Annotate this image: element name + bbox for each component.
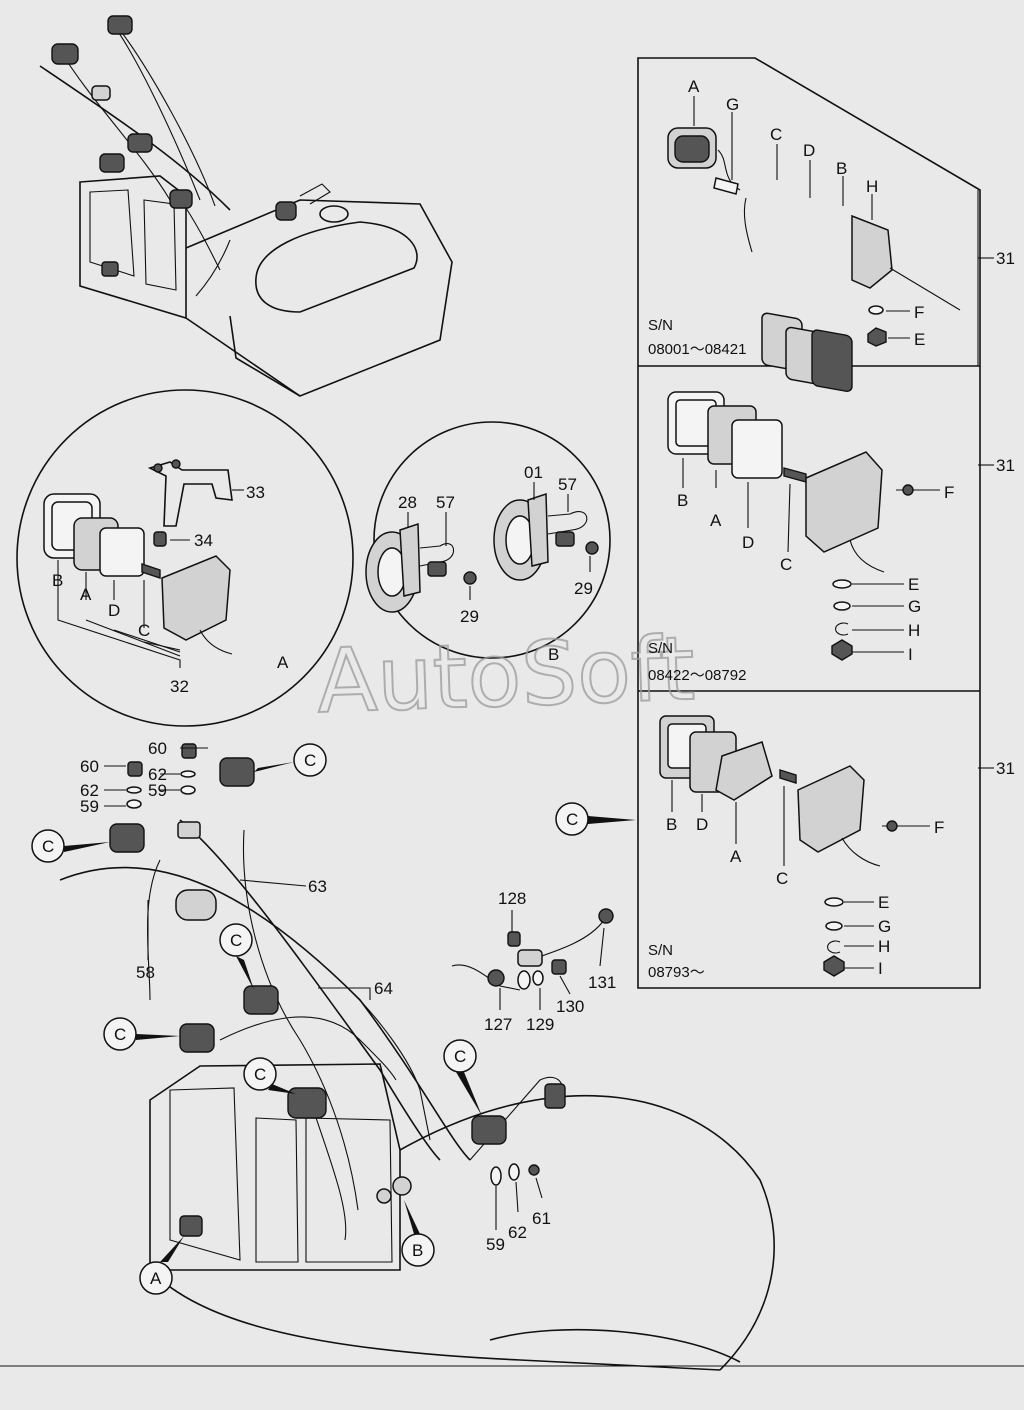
- panel2-sn-range: 08422～08792: [648, 667, 746, 684]
- p3-label-f: F: [934, 818, 944, 837]
- p3-label-e: E: [878, 893, 889, 912]
- p3-label-b: B: [666, 815, 677, 834]
- p3-part-31: 31: [996, 759, 1015, 778]
- panel1-parts: [667, 96, 961, 392]
- p2-label-c: C: [780, 555, 792, 574]
- p1-label-b: B: [836, 159, 847, 178]
- main-part-63: 63: [308, 877, 327, 896]
- callout-c-panel: [555, 802, 636, 836]
- callout-b-letter: B: [412, 1241, 423, 1260]
- callout-c-2-letter: C: [42, 837, 54, 856]
- detail-a-label-b: B: [52, 571, 63, 590]
- callout-c-6-letter: C: [454, 1047, 466, 1066]
- main-part-130: 130: [556, 997, 584, 1016]
- detail-a-label-c: C: [138, 621, 150, 640]
- detail-b-part-29a: 29: [460, 607, 479, 626]
- sn-panels-frame: [637, 57, 994, 989]
- detail-b-part-57a: 57: [436, 493, 455, 512]
- callout-a-letter: A: [150, 1269, 162, 1288]
- detail-b-letter: B: [548, 645, 559, 664]
- main-part-62b: 62: [148, 765, 167, 784]
- p3-label-i: I: [878, 959, 883, 978]
- detail-a-circle: [16, 389, 354, 727]
- panel1-sn-range: 08001～08421: [648, 341, 746, 358]
- callout-c-1-letter: C: [304, 751, 316, 770]
- main-part-60b: 60: [148, 739, 167, 758]
- p2-label-e: E: [908, 575, 919, 594]
- callout-c-3: [219, 923, 254, 990]
- p1-label-e: E: [914, 330, 925, 349]
- main-part-128: 128: [498, 889, 526, 908]
- detail-a-part-33: 33: [246, 483, 265, 502]
- p1-label-c: C: [770, 125, 782, 144]
- p2-label-a: A: [710, 511, 722, 530]
- p2-part-31: 31: [996, 456, 1015, 475]
- main-part-62a: 62: [80, 781, 99, 800]
- main-part-61: 61: [532, 1209, 551, 1228]
- p1-label-g: G: [726, 95, 739, 114]
- main-part-127: 127: [484, 1015, 512, 1034]
- callout-c-2: [31, 829, 110, 863]
- p2-label-b: B: [677, 491, 688, 510]
- callout-c-4: [103, 1017, 180, 1051]
- callout-c-4-letter: C: [114, 1025, 126, 1044]
- p2-label-d: D: [742, 533, 754, 552]
- main-part-59c: 59: [486, 1235, 505, 1254]
- main-part-60a: 60: [80, 757, 99, 776]
- callout-c-1: [254, 743, 327, 777]
- p1-part-31: 31: [996, 249, 1015, 268]
- detail-b-part-28: 28: [398, 493, 417, 512]
- p3-label-g: G: [878, 917, 891, 936]
- p2-label-h: H: [908, 621, 920, 640]
- p1-label-d: D: [803, 141, 815, 160]
- detail-b-part-01: 01: [524, 463, 543, 482]
- callout-c-5: [243, 1057, 296, 1094]
- main-part-64: 64: [374, 979, 393, 998]
- panel1-sn-label: S/N: [648, 317, 673, 334]
- main-part-129: 129: [526, 1015, 554, 1034]
- p2-label-i: I: [908, 645, 913, 664]
- p1-label-h: H: [866, 177, 878, 196]
- panel3-parts: [659, 715, 930, 977]
- p3-label-a: A: [730, 847, 742, 866]
- main-part-131: 131: [588, 973, 616, 992]
- callout-c-3-letter: C: [230, 931, 242, 950]
- detail-a-part-34: 34: [194, 531, 213, 550]
- detail-a-part-32: 32: [170, 677, 189, 696]
- p1-label-a: A: [688, 77, 700, 96]
- detail-b-part-57b: 57: [558, 475, 577, 494]
- callout-a: [139, 1236, 184, 1295]
- detail-b-circle: [365, 421, 611, 659]
- p3-label-c: C: [776, 869, 788, 888]
- detail-a-label-a: A: [80, 585, 92, 604]
- p2-label-f: F: [944, 483, 954, 502]
- p1-label-f: F: [914, 303, 924, 322]
- excavator-overview: [39, 15, 453, 397]
- callout-c-panel-letter: C: [566, 810, 578, 829]
- main-part-59a: 59: [80, 797, 99, 816]
- callout-c-6: [443, 1039, 482, 1116]
- callout-c-5-letter: C: [254, 1065, 266, 1084]
- main-part-59b: 59: [148, 781, 167, 800]
- callouts: [31, 743, 636, 1295]
- detail-b-part-29b: 29: [574, 579, 593, 598]
- p2-label-g: G: [908, 597, 921, 616]
- detail-a-label-d: D: [108, 601, 120, 620]
- panel2-sn-label: S/N: [648, 640, 673, 657]
- main-part-58: 58: [136, 963, 155, 982]
- detail-a-letter: A: [277, 653, 289, 672]
- panel3-sn-label: S/N: [648, 942, 673, 959]
- panel2-parts: [667, 391, 940, 661]
- p3-label-h: H: [878, 937, 890, 956]
- callout-b: [401, 1200, 435, 1267]
- p3-label-d: D: [696, 815, 708, 834]
- panel3-sn-range: 08793～: [648, 964, 705, 981]
- watermark: AutoSoft: [315, 617, 696, 733]
- main-part-62c: 62: [508, 1223, 527, 1242]
- main-assembly: [59, 743, 775, 1371]
